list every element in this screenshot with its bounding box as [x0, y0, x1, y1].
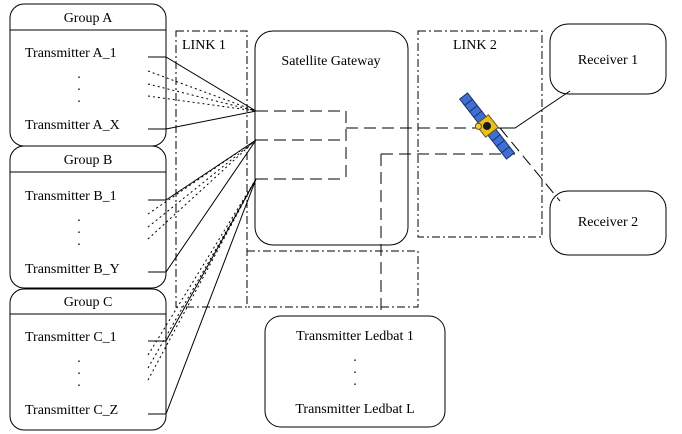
link1-label: LINK 1 — [182, 38, 226, 53]
group-b-title: Group B — [64, 153, 113, 168]
ellipsis: . — [77, 222, 81, 237]
ellipsis: . — [77, 363, 81, 378]
group-a-title: Group A — [64, 11, 114, 26]
receiver-2: Receiver 2 — [549, 190, 667, 256]
ledbat-first: Transmitter Ledbat 1 — [296, 329, 414, 344]
transmitter-b-last: Transmitter B_Y — [25, 262, 120, 277]
ellipsis: . — [77, 234, 81, 249]
ledbat-region — [247, 250, 419, 308]
link2-region — [417, 30, 543, 238]
receiver-1-label: Receiver 1 — [578, 53, 638, 68]
gateway-label: Satellite Gateway — [281, 54, 380, 69]
ellipsis: . — [77, 210, 81, 225]
transmitter-a-first: Transmitter A_1 — [25, 46, 117, 61]
transmitter-a-last: Transmitter A_X — [25, 118, 120, 133]
ellipsis: . — [353, 350, 357, 365]
ellipsis: . — [353, 374, 357, 389]
group-a: Group A Transmitter A_1 . . . Transmitte… — [9, 3, 167, 147]
transmitter-c-first: Transmitter C_1 — [25, 330, 117, 345]
dotted-links — [147, 70, 257, 381]
ledbat-last: Transmitter Ledbat L — [295, 402, 414, 417]
link2-label: LINK 2 — [453, 38, 497, 53]
ellipsis: . — [77, 375, 81, 390]
link1-region — [175, 30, 248, 308]
transmitter-ledbat: Transmitter Ledbat 1 . . . Transmitter L… — [264, 315, 446, 428]
transmitter-links — [148, 56, 257, 415]
ellipsis: . — [77, 79, 81, 94]
satellite-gateway: Satellite Gateway — [254, 30, 409, 246]
group-c-title: Group C — [64, 295, 113, 310]
transmitter-c-last: Transmitter C_Z — [25, 403, 118, 418]
ellipsis: . — [77, 91, 81, 106]
receiver-2-label: Receiver 2 — [578, 215, 638, 230]
group-b: Group B Transmitter B_1 . . . Transmitte… — [9, 145, 167, 289]
satellite-icon — [458, 92, 516, 160]
ellipsis: . — [77, 351, 81, 366]
receiver-1-link — [486, 90, 571, 129]
ellipsis: . — [77, 67, 81, 82]
ellipsis: . — [353, 362, 357, 377]
group-c: Group C Transmitter C_1 . . . Transmitte… — [9, 288, 167, 431]
receiver-1: Receiver 1 — [549, 23, 667, 95]
gateway-routing — [256, 110, 561, 316]
transmitter-b-first: Transmitter B_1 — [25, 189, 117, 204]
